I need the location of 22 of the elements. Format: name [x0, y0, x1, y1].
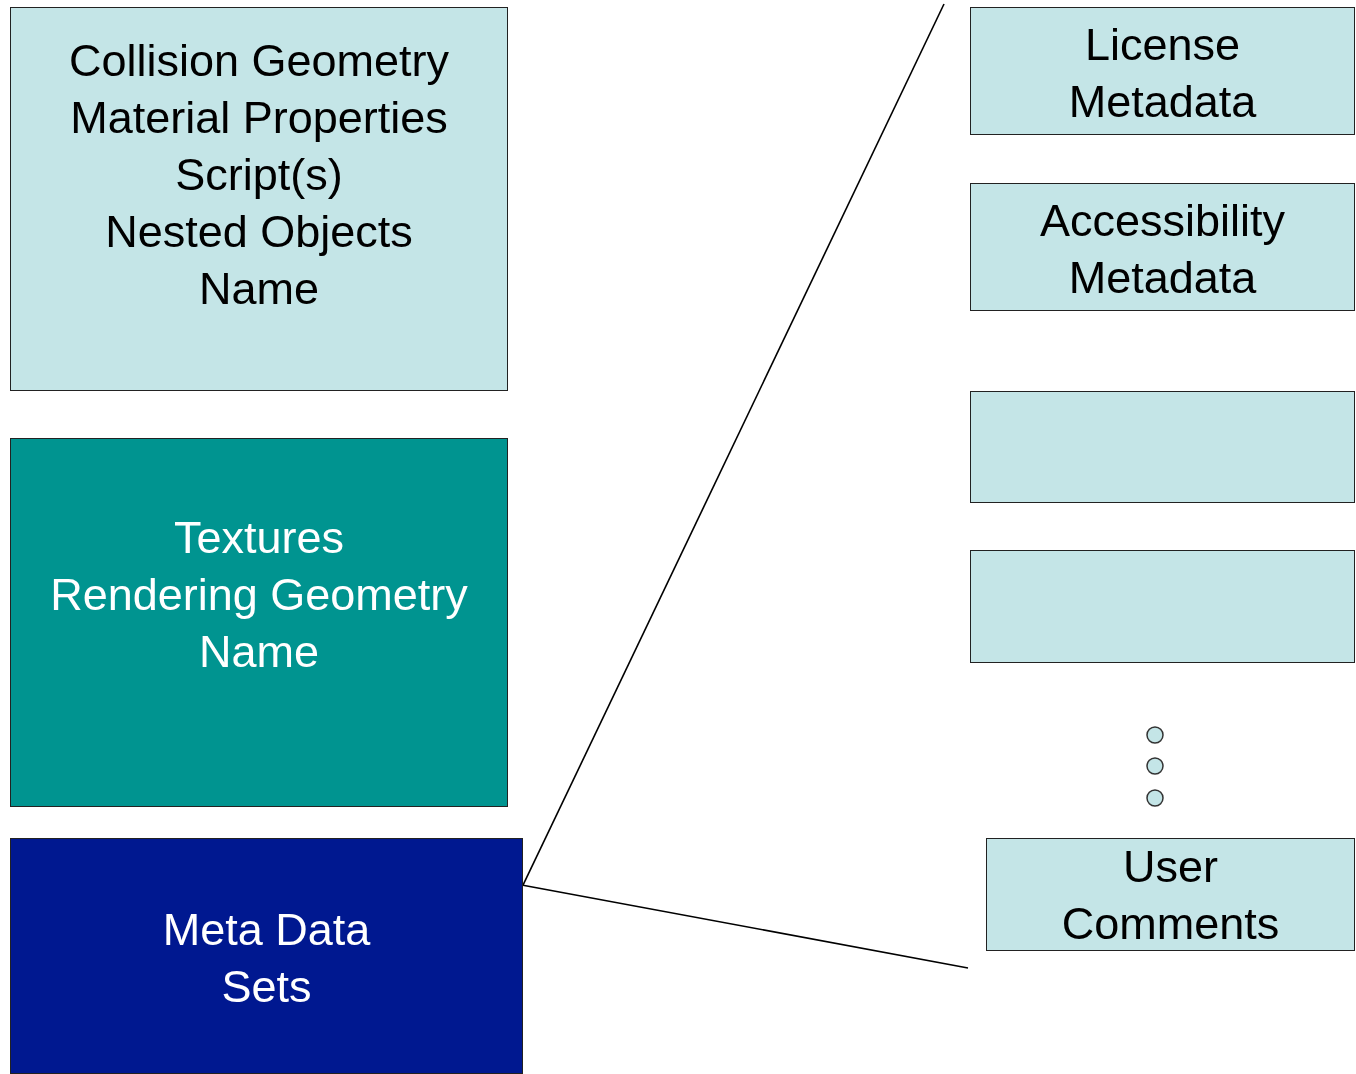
component-box [10, 438, 508, 807]
metadata-box [10, 838, 523, 1074]
metadata-box [970, 7, 1355, 135]
empty-box [970, 391, 1355, 503]
box-text: Nested Objects [105, 205, 413, 259]
box-text: Textures [173, 511, 345, 565]
expansion-line [522, 3, 945, 886]
empty-box [970, 550, 1355, 663]
box-text: Accessibility Metadata [1038, 194, 1287, 305]
box-text: License Metadata [1067, 18, 1258, 129]
box-text: Collision Geometry [68, 34, 450, 88]
expansion-line [522, 884, 969, 969]
component-box [10, 7, 508, 391]
box-text: Script(s) [175, 148, 343, 202]
box-text: Meta Data Sets [161, 903, 372, 1014]
metadata-box [986, 838, 1355, 951]
box-text: Name [198, 262, 319, 316]
box-text: Material Properties [70, 91, 448, 145]
box-text: Rendering Geometry [50, 568, 468, 622]
box-text: User Comments [1060, 839, 1281, 951]
box-text: Name [198, 625, 319, 679]
metadata-box [970, 183, 1355, 311]
